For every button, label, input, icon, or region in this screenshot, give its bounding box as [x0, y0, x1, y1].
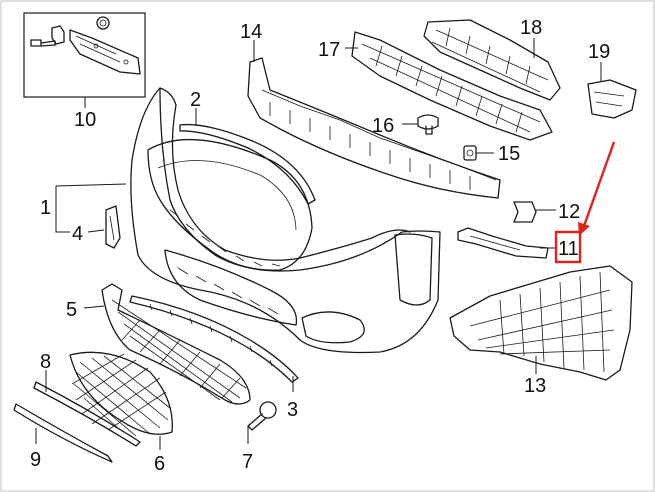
part-7-bolt	[247, 401, 277, 431]
part-6-lower-grille	[69, 351, 173, 437]
part-4-side-bracket	[105, 205, 121, 249]
part-9-lower-molding	[13, 403, 113, 463]
part-11-guide-bracket	[457, 227, 556, 259]
callout-7: 7	[242, 451, 253, 473]
part-12-small-bracket	[513, 201, 556, 223]
highlight-box	[554, 230, 582, 264]
part-19-side-mount	[587, 62, 637, 119]
callout-18: 18	[520, 17, 542, 39]
part-3-clip-strip	[129, 295, 299, 383]
part-8-trim-strip	[33, 381, 141, 447]
callout-16: 16	[372, 115, 394, 137]
highlight-arrow	[582, 141, 616, 227]
callout-5: 5	[66, 299, 77, 321]
callout-4: 4	[72, 223, 83, 245]
callout-13: 13	[524, 375, 546, 397]
part-16-push-clip	[402, 114, 439, 135]
highlight-arrow-head	[578, 222, 590, 236]
callout-8: 8	[40, 351, 51, 373]
callout-19: 19	[588, 41, 610, 63]
part-1-bumper-cover	[130, 87, 441, 354]
part-5-center-grille	[101, 283, 251, 405]
part-10-mounting-kit	[23, 12, 146, 108]
callout-6: 6	[154, 453, 165, 475]
callout-labels: 1 2 3 4 5 6 7 8 9 10 11 12 13 14 15 16 1…	[30, 17, 610, 475]
part-14-impact-bar	[247, 40, 501, 199]
part-18-top-support	[423, 19, 561, 101]
callout-10: 10	[74, 109, 96, 131]
callout-11: 11	[558, 238, 579, 260]
part-2-molding	[179, 123, 316, 205]
callout-14: 14	[240, 21, 262, 43]
callout-2: 2	[190, 89, 201, 111]
leader-lines	[35, 108, 294, 450]
callout-3: 3	[287, 399, 298, 421]
part-15-nut-clip	[463, 145, 494, 161]
callout-1: 1	[40, 197, 51, 219]
callout-12: 12	[558, 201, 580, 223]
callout-15: 15	[498, 143, 520, 165]
callout-9: 9	[30, 449, 41, 471]
highlight-annotation	[554, 141, 616, 264]
part-13-side-bracket	[449, 265, 633, 381]
part-17-upper-absorber	[345, 31, 553, 141]
callout-17: 17	[318, 39, 340, 61]
